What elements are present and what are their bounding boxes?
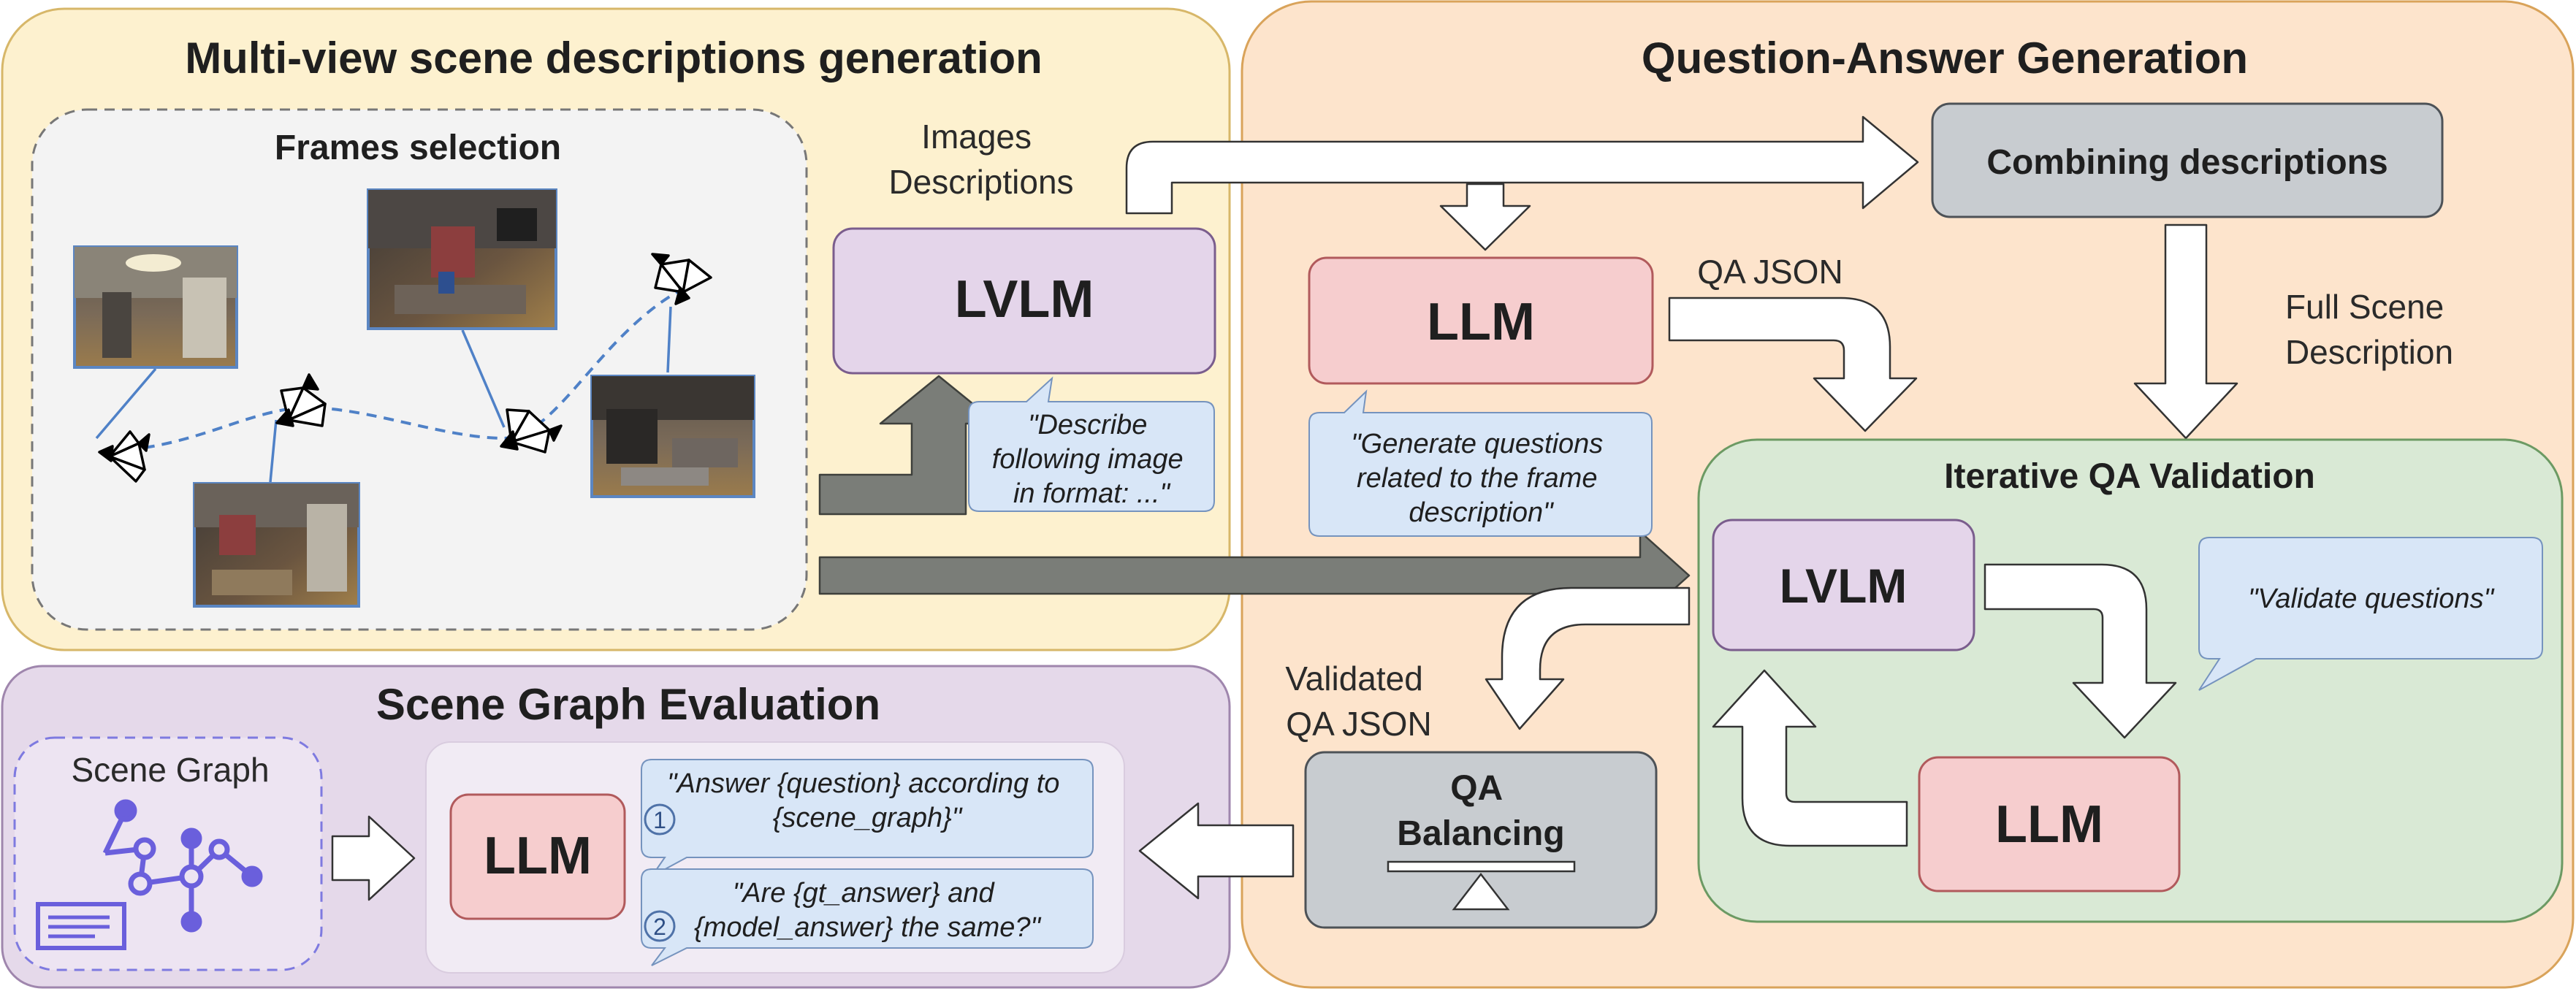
qa-balancing-label: QA Balancing	[1397, 769, 1564, 853]
frame-thumbnail	[367, 188, 557, 330]
scene-graph-eval-title: Scene Graph Evaluation	[376, 680, 880, 729]
llm-validate-box	[1918, 756, 2181, 892]
descriptions-to-llm-arrow	[1439, 183, 1531, 251]
frames-selection-box	[31, 108, 808, 631]
llm-validate-label: LLM	[1995, 795, 2103, 854]
validation-to-balancing-arrow	[1485, 586, 1691, 730]
validate-prompt-bubble	[2198, 537, 2543, 691]
generate-prompt-text: "Generate questions related to the frame…	[1351, 429, 1611, 528]
frames-to-lvlm-arrow	[818, 375, 999, 516]
lvlm-to-llm-loop-arrow	[1984, 563, 2177, 739]
llm-eval-label: LLM	[484, 827, 592, 885]
multiview-title: Multi-view scene descriptions generation	[185, 34, 1043, 83]
same-prompt-text: "Are {gt_answer} and {model_answer} the …	[694, 878, 1042, 943]
frame-thumbnail	[590, 375, 755, 498]
frame-connectors	[95, 306, 672, 483]
lvlm-validate-box	[1712, 519, 1975, 651]
qa-generation-title: Question-Answer Generation	[1642, 34, 2248, 83]
document-icon	[36, 902, 126, 950]
frame-thumbnail	[73, 245, 238, 369]
validated-qa-json-label: Validated QA JSON	[1285, 660, 1432, 743]
scene-graph-icon	[102, 799, 263, 933]
combining-descriptions-label: Combining descriptions	[1986, 143, 2388, 182]
svg-text:2: 2	[653, 914, 666, 940]
frames-selection-title: Frames selection	[275, 129, 561, 167]
balance-scale-icon	[1387, 860, 1576, 911]
camera-icon	[275, 373, 327, 427]
camera-icon	[651, 253, 712, 305]
llm-eval-box	[449, 793, 626, 920]
camera-trajectory	[109, 289, 680, 453]
answer-prompt-bubble	[641, 759, 1094, 877]
step-2-badge: 2	[644, 910, 676, 942]
describe-prompt-text: "Describe following image in format: ...…	[992, 410, 1191, 509]
camera-icon	[98, 430, 150, 483]
scene-graph-to-llm-arrow	[331, 815, 416, 901]
balancing-to-eval-arrow	[1138, 802, 1295, 900]
qa-json-label: QA JSON	[1697, 253, 1843, 291]
full-scene-description-label: Full Scene Description	[2285, 288, 2453, 371]
answer-prompt-text: "Answer {question} according to {scene_g…	[667, 768, 1067, 833]
llm-qa-label: LLM	[1427, 293, 1535, 351]
iterative-validation-title: Iterative QA Validation	[1944, 457, 2315, 496]
lvlm-validate-label: LVLM	[1780, 559, 1908, 613]
step-1-badge: 1	[644, 803, 676, 836]
llm-qa-box	[1308, 256, 1654, 385]
validate-prompt-text: "Validate questions"	[2248, 584, 2495, 614]
images-descriptions-label: Images Descriptions	[888, 118, 1073, 201]
scene-graph-label: Scene Graph	[71, 751, 269, 789]
describe-prompt-bubble	[968, 376, 1215, 512]
svg-text:1: 1	[653, 807, 666, 833]
lvlm-label: LVLM	[955, 270, 1094, 329]
lvlm-box	[832, 227, 1216, 375]
generate-prompt-bubble	[1308, 389, 1653, 537]
descriptions-to-combining-arrow	[1125, 115, 1919, 215]
frame-thumbnail	[193, 482, 360, 608]
combining-to-validation-arrow	[2133, 223, 2238, 440]
qa-balancing-box	[1304, 751, 1658, 929]
llm-to-lvlm-loop-arrow	[1712, 669, 1908, 847]
camera-icon	[500, 408, 563, 454]
same-prompt-bubble	[641, 868, 1094, 966]
llm-to-validation-arrow	[1668, 297, 1918, 432]
combining-descriptions-box	[1931, 102, 2444, 218]
